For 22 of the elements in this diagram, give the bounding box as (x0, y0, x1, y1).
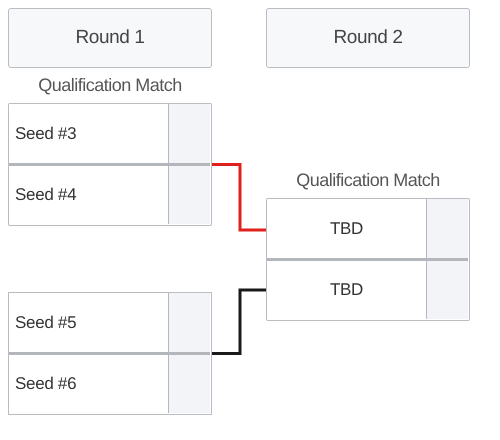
score-cell (426, 199, 468, 258)
score-cell (168, 355, 210, 413)
score-cell (426, 261, 468, 319)
round-header: Round 1 (8, 8, 212, 68)
score-cell (168, 166, 210, 224)
team-row (267, 199, 468, 261)
round-header: Round 2 (266, 8, 470, 68)
team-name: Seed #6 (15, 374, 76, 394)
team-name: Seed #4 (15, 185, 76, 205)
connector-line (212, 288, 267, 355)
team-row (9, 104, 210, 166)
match-card (8, 292, 212, 415)
match-heading: Qualification Match (37, 74, 183, 97)
team-name: TBD (328, 280, 364, 300)
score-cell (168, 293, 210, 352)
score-cell (168, 104, 210, 163)
connector-line (212, 163, 267, 232)
team-name: Seed #3 (15, 124, 76, 144)
team-name: Seed #5 (15, 312, 76, 332)
match-heading: Qualification Match (295, 169, 441, 192)
team-name: TBD (328, 218, 364, 238)
team-row (9, 293, 210, 355)
